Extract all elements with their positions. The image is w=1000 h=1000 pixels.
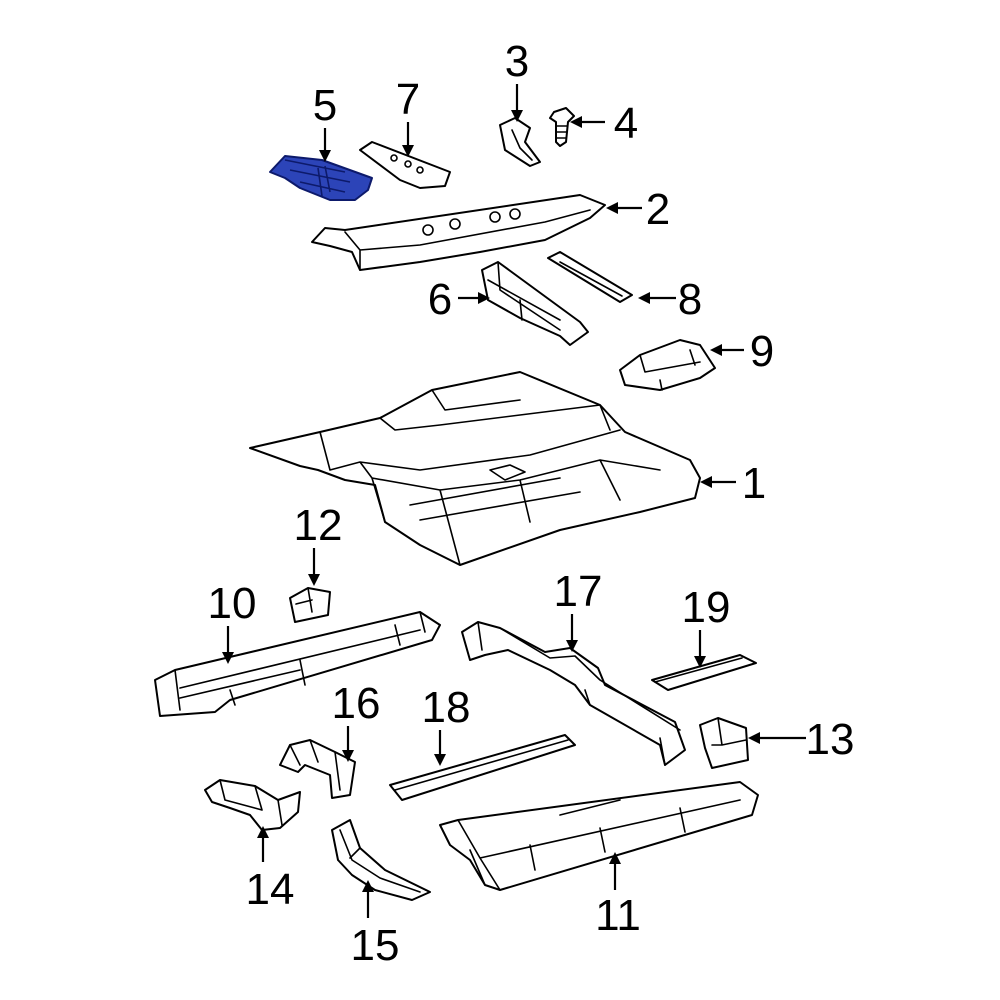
leader-lines xyxy=(222,84,806,918)
part-3[interactable] xyxy=(499,117,541,167)
callout-14: 14 xyxy=(246,865,295,914)
part-1[interactable] xyxy=(249,371,701,566)
callout-15: 15 xyxy=(351,921,400,970)
callout-5: 5 xyxy=(313,81,337,130)
part-10[interactable] xyxy=(154,611,441,717)
callout-10: 10 xyxy=(208,579,257,628)
callout-2: 2 xyxy=(646,185,670,234)
callout-3: 3 xyxy=(505,37,529,86)
callout-19: 19 xyxy=(682,583,731,632)
part-17[interactable] xyxy=(461,621,686,766)
part-6[interactable] xyxy=(481,261,589,346)
part-15[interactable] xyxy=(331,819,431,901)
callout-9: 9 xyxy=(750,327,774,376)
part-7[interactable] xyxy=(359,141,451,189)
callout-6: 6 xyxy=(428,275,452,324)
callout-16: 16 xyxy=(332,679,381,728)
part-4[interactable] xyxy=(549,107,575,147)
part-8[interactable] xyxy=(547,251,633,303)
part-2[interactable] xyxy=(311,194,606,271)
part-5-highlighted[interactable] xyxy=(269,155,373,201)
callout-12: 12 xyxy=(294,501,343,550)
part-14[interactable] xyxy=(204,779,301,831)
part-11[interactable] xyxy=(439,781,759,891)
part-12[interactable] xyxy=(289,587,331,623)
part-19[interactable] xyxy=(651,654,757,691)
callout-11: 11 xyxy=(595,891,641,940)
part-16[interactable] xyxy=(279,739,356,799)
callout-8: 8 xyxy=(678,275,702,324)
callout-13: 13 xyxy=(806,715,855,764)
callout-labels: 5 7 3 4 2 6 8 9 1 12 10 17 19 16 18 13 1… xyxy=(208,37,855,970)
callout-1: 1 xyxy=(742,459,766,508)
part-13[interactable] xyxy=(699,717,749,769)
callout-17: 17 xyxy=(554,567,603,616)
part-18[interactable] xyxy=(389,734,576,801)
callout-4: 4 xyxy=(614,99,638,148)
callout-18: 18 xyxy=(422,683,471,732)
callout-7: 7 xyxy=(396,75,420,124)
part-9[interactable] xyxy=(619,339,716,391)
